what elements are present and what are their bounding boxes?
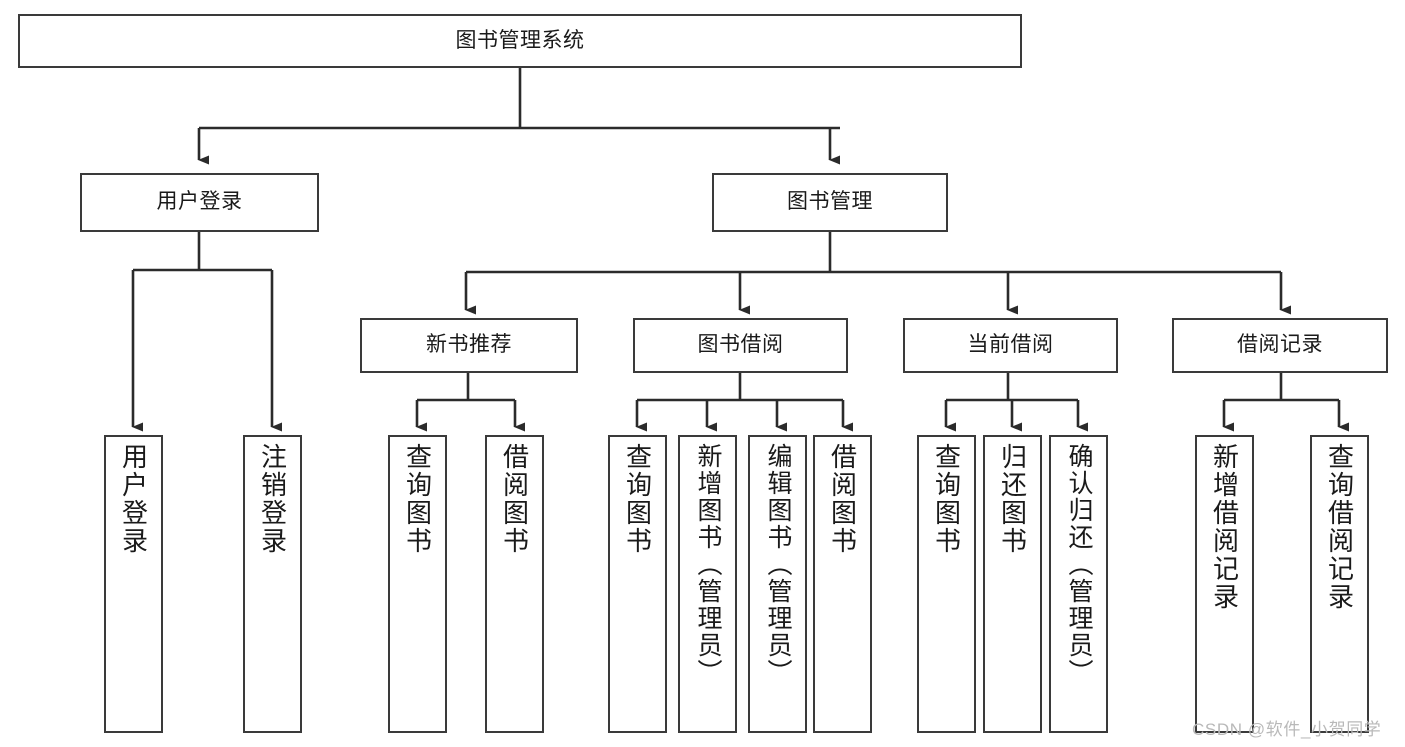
watermark: CSDN @软件_小贺同学 — [1192, 720, 1382, 739]
leaf-add-record-label: 新增借阅记录 — [1209, 443, 1240, 611]
leaf-query-record-label: 查询借阅记录 — [1324, 443, 1355, 611]
node-user-login-label: 用户登录 — [156, 190, 243, 214]
leaf-query-book-2[interactable]: 查询图书 — [608, 435, 667, 733]
node-current-borrow[interactable]: 当前借阅 — [903, 318, 1118, 373]
leaf-query-book-3[interactable]: 查询图书 — [917, 435, 976, 733]
leaf-user-logout[interactable]: 注销登录 — [243, 435, 302, 733]
leaf-add-record[interactable]: 新增借阅记录 — [1195, 435, 1254, 733]
leaf-query-book-1-label: 查询图书 — [402, 443, 433, 555]
node-root[interactable]: 图书管理系统 — [18, 14, 1022, 68]
node-new-book-recommend[interactable]: 新书推荐 — [360, 318, 578, 373]
leaf-query-book-3-label: 查询图书 — [931, 443, 962, 555]
leaf-user-login[interactable]: 用户登录 — [104, 435, 163, 733]
node-book-borrow-label: 图书借阅 — [697, 333, 784, 357]
node-current-borrow-label: 当前借阅 — [967, 333, 1054, 357]
node-borrow-record-label: 借阅记录 — [1237, 333, 1323, 357]
leaf-user-logout-label: 注销登录 — [257, 443, 288, 555]
node-new-book-recommend-label: 新书推荐 — [426, 333, 512, 357]
node-book-management[interactable]: 图书管理 — [712, 173, 948, 232]
leaf-edit-book[interactable]: 编辑图书（管理员） — [748, 435, 807, 733]
node-book-management-label: 图书管理 — [787, 190, 873, 214]
leaf-borrow-book-1[interactable]: 借阅图书 — [485, 435, 544, 733]
leaf-edit-book-label: 编辑图书（管理员） — [764, 443, 792, 686]
leaf-confirm-return[interactable]: 确认归还（管理员） — [1049, 435, 1108, 733]
leaf-user-login-label: 用户登录 — [118, 443, 149, 555]
leaf-query-book-2-label: 查询图书 — [622, 443, 653, 555]
leaf-add-book[interactable]: 新增图书（管理员） — [678, 435, 737, 733]
leaf-borrow-book-2-label: 借阅图书 — [827, 443, 858, 555]
leaf-confirm-return-label: 确认归还（管理员） — [1065, 443, 1093, 686]
leaf-borrow-book-2[interactable]: 借阅图书 — [813, 435, 872, 733]
node-user-login[interactable]: 用户登录 — [80, 173, 319, 232]
leaf-add-book-label: 新增图书（管理员） — [694, 443, 722, 686]
leaf-query-record[interactable]: 查询借阅记录 — [1310, 435, 1369, 733]
node-borrow-record[interactable]: 借阅记录 — [1172, 318, 1388, 373]
node-root-label: 图书管理系统 — [455, 28, 585, 52]
leaf-return-book-label: 归还图书 — [997, 443, 1028, 555]
leaf-query-book-1[interactable]: 查询图书 — [388, 435, 447, 733]
node-book-borrow[interactable]: 图书借阅 — [633, 318, 848, 373]
leaf-return-book[interactable]: 归还图书 — [983, 435, 1042, 733]
leaf-borrow-book-1-label: 借阅图书 — [499, 443, 530, 555]
